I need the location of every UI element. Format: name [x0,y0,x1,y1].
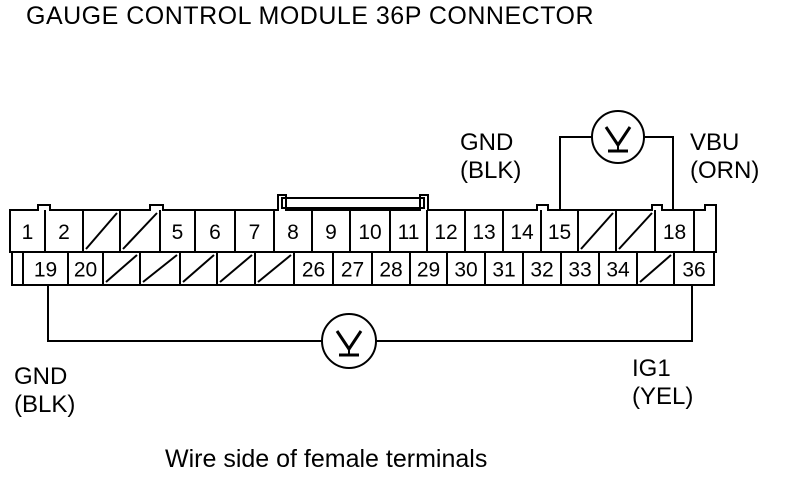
terminal-9: 9 [325,221,337,244]
terminal-15: 15 [548,221,571,244]
label-line: (ORN) [690,157,760,184]
label-line: IG1 [632,355,671,382]
diagram-caption: Wire side of female terminals [165,445,488,473]
label-line: GND [14,363,68,390]
unused-terminal-slash [142,254,178,283]
voltmeter-icon [321,313,377,369]
terminal-2: 2 [58,221,70,244]
unused-terminal-slash [639,254,672,283]
probe-upper-left-wire-label: GND (BLK) [460,129,521,185]
terminal-36: 36 [682,259,705,282]
terminal-19: 19 [34,259,57,282]
terminal-12: 12 [434,221,457,244]
bottom-row: 19 20 26 27 28 29 30 31 32 33 34 36 [22,252,706,285]
label-line: (BLK) [460,157,522,184]
probe-lower-left-wire-label: GND (BLK) [14,363,75,419]
terminal-34: 34 [606,259,630,282]
unused-terminal-slash [85,212,118,250]
unused-terminal-slash [219,254,253,283]
unused-terminal-slash [182,254,215,283]
probe-lower-right-wire-label: IG1 (YEL) [632,355,693,411]
unused-terminal-slash [105,254,138,283]
terminal-27: 27 [341,259,364,282]
terminal-14: 14 [510,221,534,244]
terminal-26: 26 [302,259,325,282]
terminal-28: 28 [379,259,402,282]
unused-terminal-slash [257,254,292,283]
unused-terminal-slash [580,212,614,250]
terminal-5: 5 [172,221,184,244]
terminal-33: 33 [568,259,591,282]
terminal-8: 8 [287,221,299,244]
terminal-11: 11 [398,221,420,244]
terminal-29: 29 [417,259,440,282]
terminal-1: 1 [22,221,34,244]
label-line: (BLK) [14,391,76,418]
terminal-7: 7 [249,221,261,244]
terminal-6: 6 [209,221,221,244]
terminal-32: 32 [530,259,553,282]
terminal-30: 30 [454,259,477,282]
probe-upper-right-wire-label: VBU (ORN) [690,129,759,185]
terminal-13: 13 [472,221,495,244]
label-line: GND [460,129,514,156]
terminal-31: 31 [492,259,515,282]
terminal-18: 18 [663,221,686,244]
lower-probe-wire [47,285,693,342]
unused-terminal-slash [122,212,158,250]
upper-probe-wire [559,136,674,210]
label-line: (YEL) [632,383,694,410]
terminal-20: 20 [74,259,97,282]
voltmeter-icon [591,110,645,164]
label-line: VBU [690,129,740,156]
unused-terminal-slash [618,212,653,250]
terminal-10: 10 [358,221,381,244]
page-title: GAUGE CONTROL MODULE 36P CONNECTOR [26,2,595,30]
connector-latch [281,197,425,209]
